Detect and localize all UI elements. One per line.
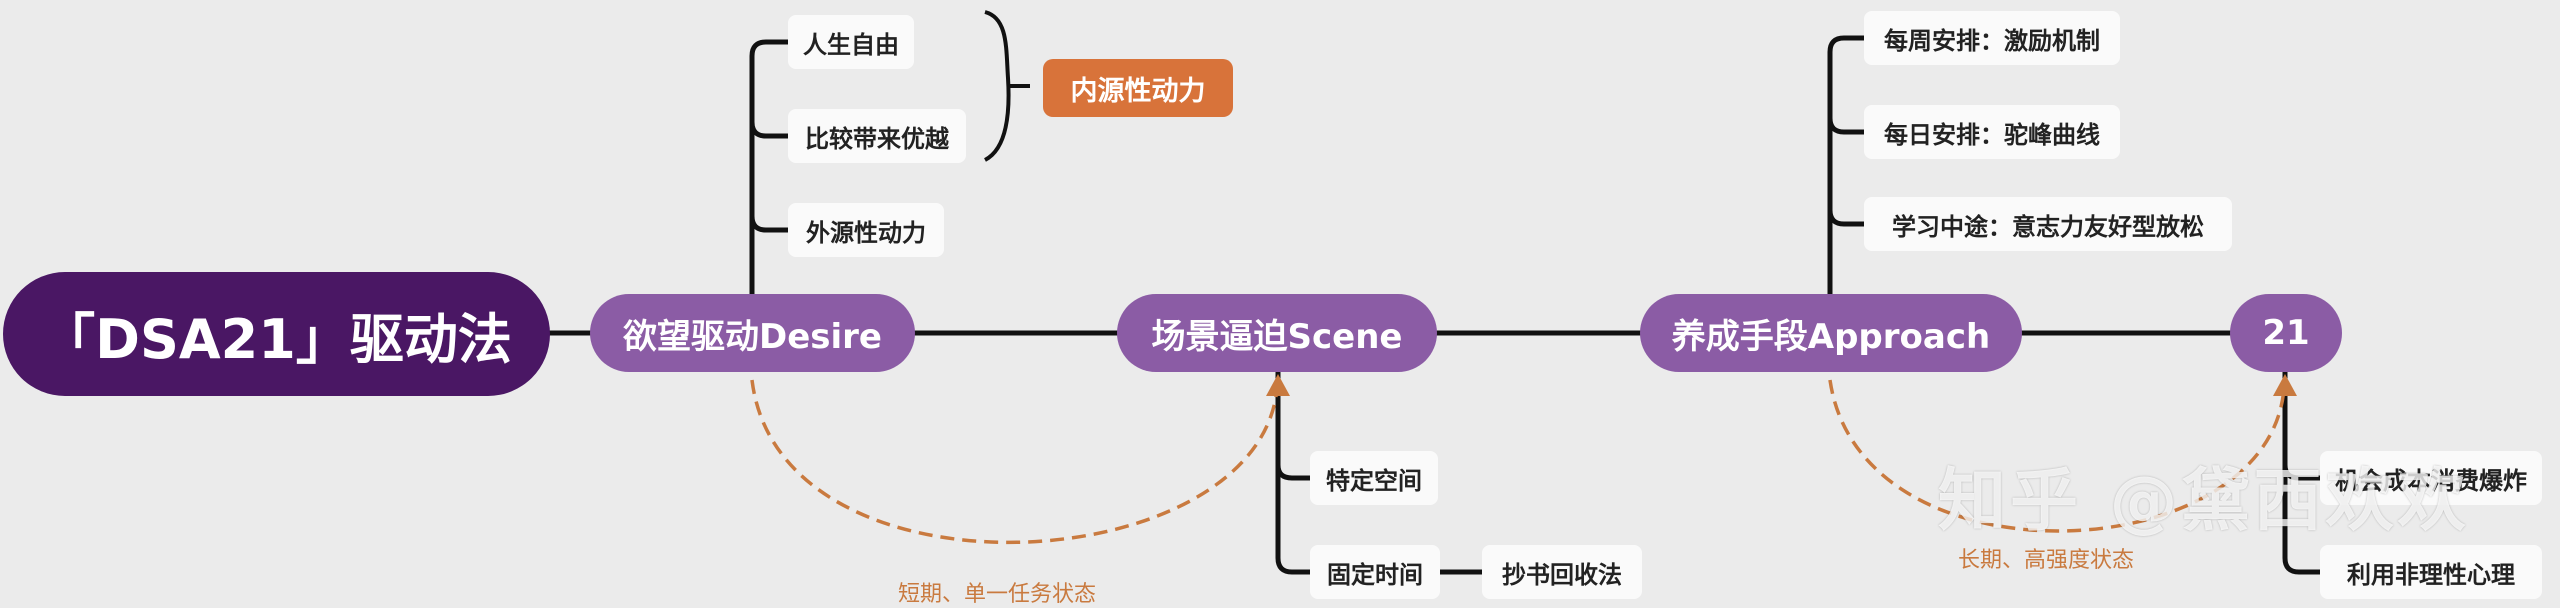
root-node[interactable]: 「DSA21」驱动法 — [3, 272, 550, 396]
dashed-arc-long-term — [1828, 379, 2286, 533]
dashed-arc-short-term — [750, 379, 1279, 545]
leaf-scene-1[interactable]: 特定空间 — [1310, 451, 1438, 505]
desire-branch-line — [749, 39, 788, 296]
main-node-21[interactable]: 21 — [2230, 294, 2342, 372]
watermark: 知乎 @黛西欢欢 — [1938, 462, 2470, 541]
leaf-desire-2[interactable]: 比较带来优越 — [788, 109, 966, 163]
leaf-approach-2[interactable]: 每日安排：驼峰曲线 — [1864, 105, 2120, 159]
leaf-desire-3[interactable]: 外源性动力 — [788, 203, 944, 257]
twentyone-branch-line — [2282, 372, 2320, 575]
main-node-desire[interactable]: 欲望驱动Desire — [590, 294, 915, 372]
leaf-approach-1[interactable]: 每周安排：激励机制 — [1864, 11, 2120, 65]
leaf-scene-grandchild[interactable]: 抄书回收法 — [1482, 545, 1642, 599]
edge-label-long-term: 长期、高强度状态 — [1958, 548, 2135, 573]
arrowhead-21 — [2273, 374, 2297, 396]
approach-branch-line — [1827, 35, 1864, 296]
main-node-approach[interactable]: 养成手段Approach — [1640, 294, 2022, 372]
inner-motivation-tag[interactable]: 内源性动力 — [1043, 59, 1233, 117]
leaf-scene-2[interactable]: 固定时间 — [1310, 545, 1440, 599]
scene-branch-line — [1275, 372, 1482, 575]
leaf-approach-3[interactable]: 学习中途：意志力友好型放松 — [1864, 197, 2232, 251]
leaf-21-1[interactable]: 机会成本消费爆炸 — [2320, 451, 2542, 505]
leaf-desire-1[interactable]: 人生自由 — [788, 15, 914, 69]
leaf-21-2[interactable]: 利用非理性心理 — [2320, 545, 2542, 599]
desire-bracket — [983, 10, 1030, 162]
main-node-scene[interactable]: 场景逼迫Scene — [1117, 294, 1437, 372]
edge-label-short-term: 短期、单一任务状态 — [898, 582, 1097, 607]
arrowhead-scene — [1266, 374, 1290, 396]
